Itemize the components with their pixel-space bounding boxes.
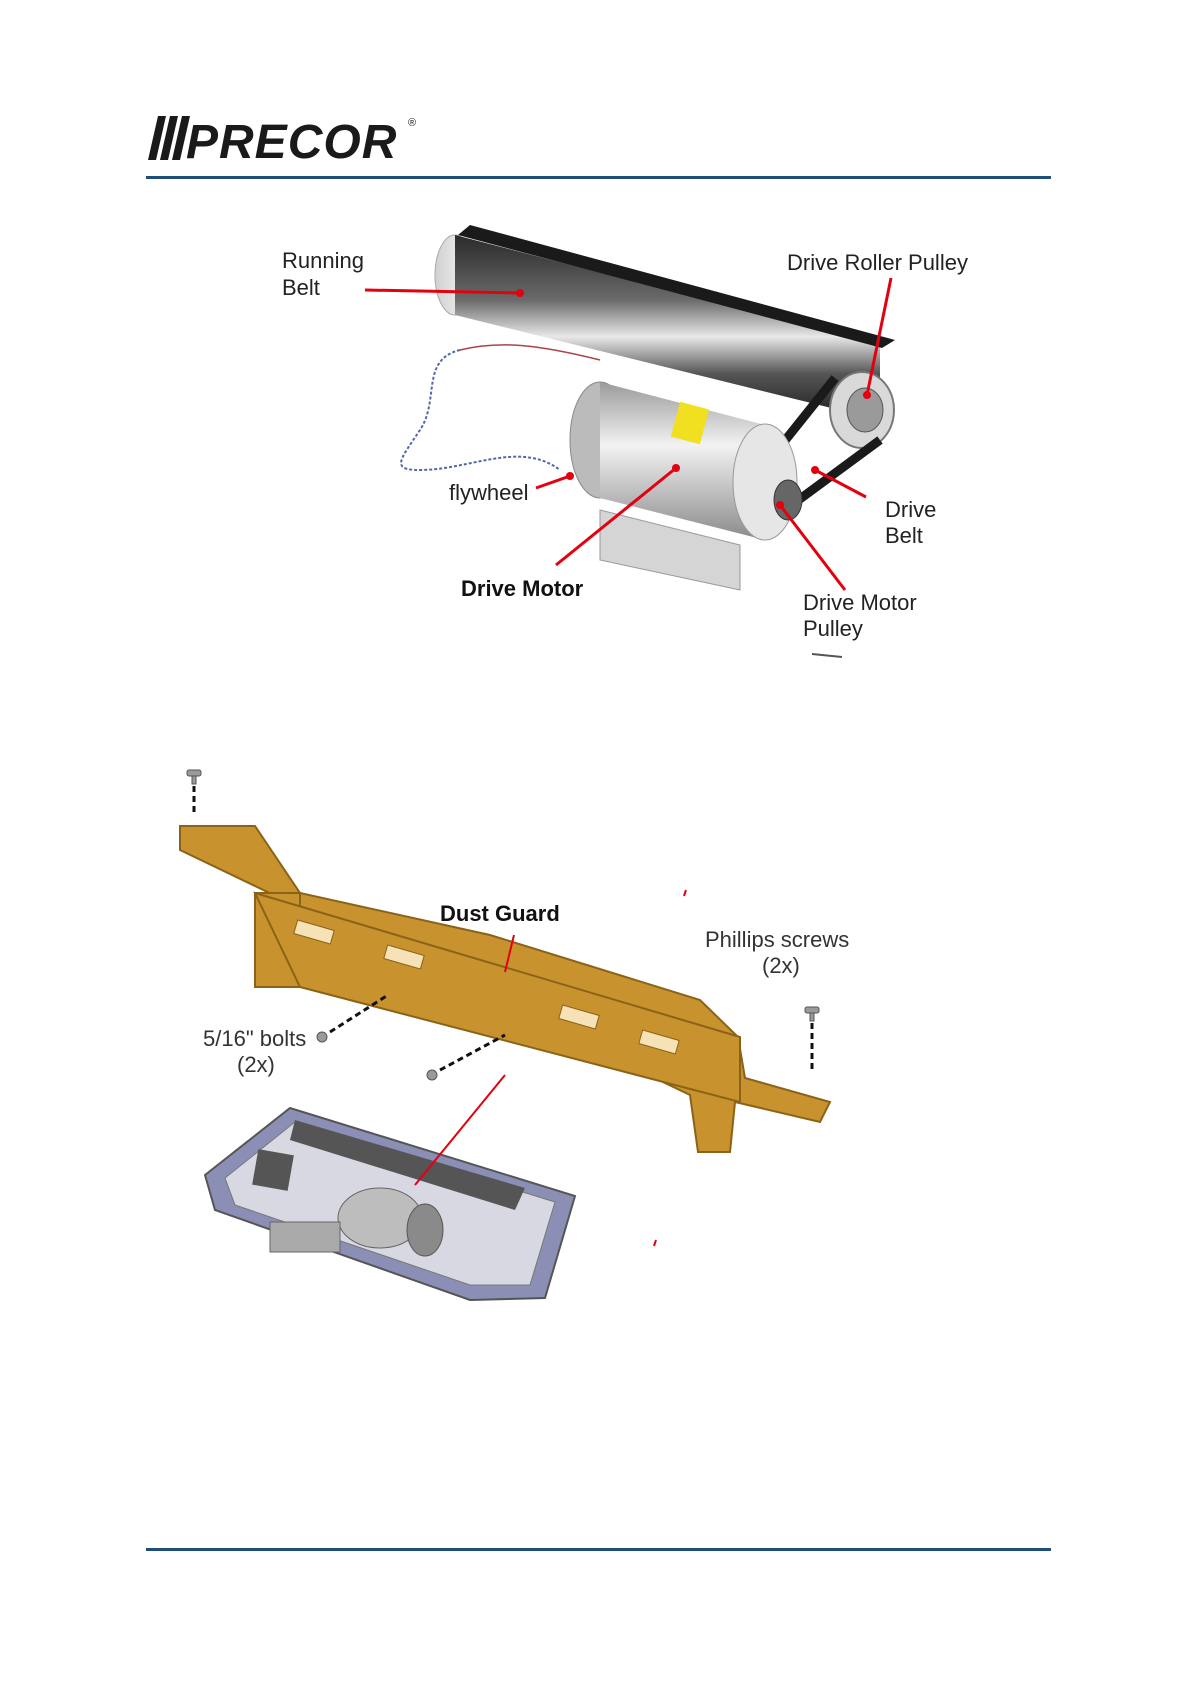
bolts-count: (2x) — [237, 1052, 275, 1077]
phillips-screws-count: (2x) — [762, 953, 800, 978]
footer-rule — [146, 1548, 1051, 1551]
phillips-screws-label: Phillips screws — [705, 927, 849, 952]
dust-guard-plate — [180, 826, 830, 1152]
dust-guard-label: Dust Guard — [440, 901, 560, 926]
dust-guard-figure: Dust Guard Phillips screws (2x) 5/16" bo… — [0, 0, 1191, 1400]
bolts-label: 5/16" bolts — [203, 1026, 306, 1051]
treadmill-base — [205, 1108, 575, 1300]
